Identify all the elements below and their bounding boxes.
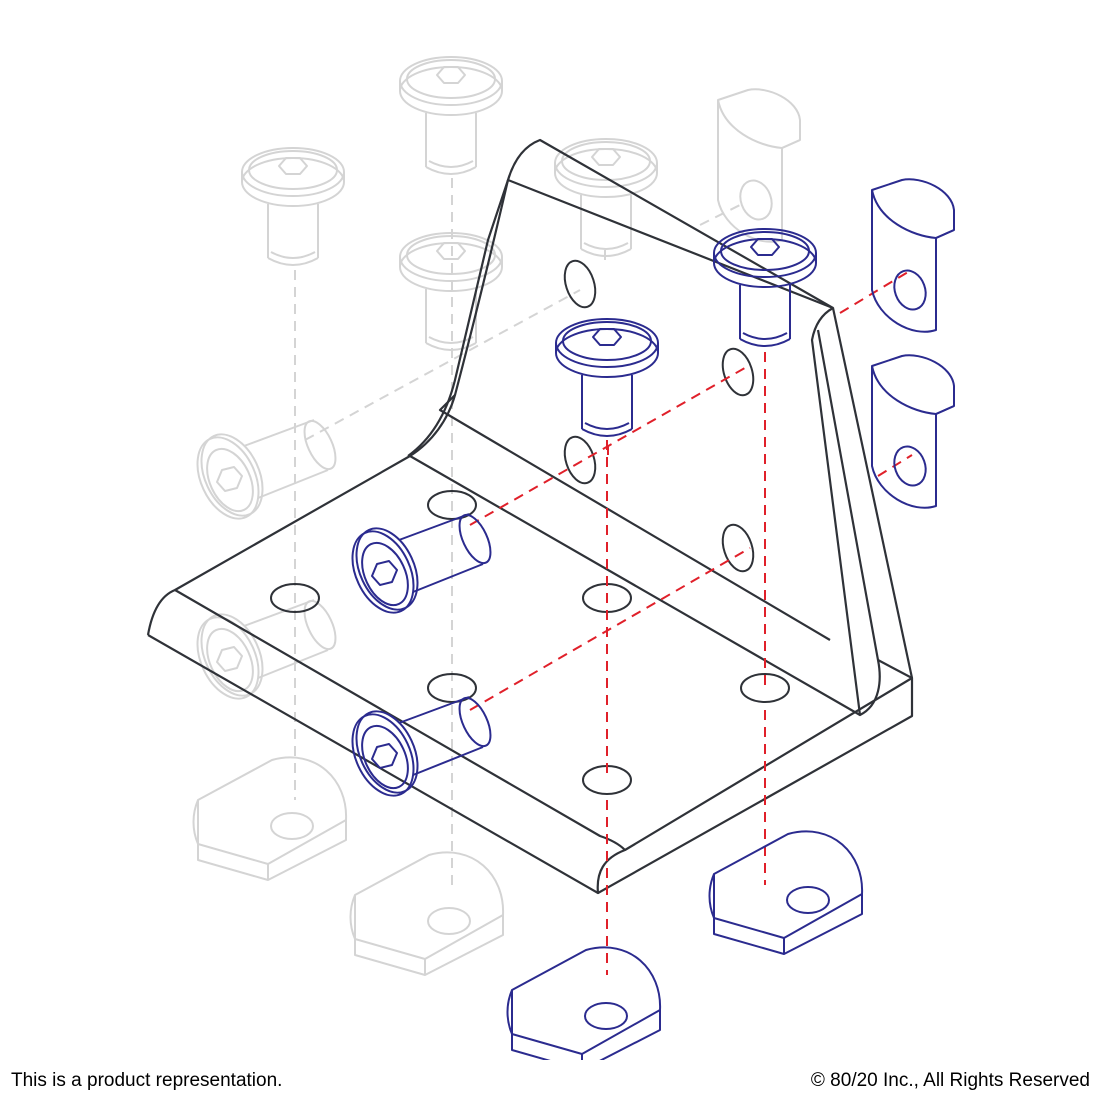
- bracket-hole: [427, 490, 477, 520]
- active-screw-2: [555, 318, 659, 437]
- active-nut-4: [871, 354, 955, 509]
- assembly-diagram: [146, 56, 955, 1060]
- active-nut-2: [708, 830, 864, 955]
- active-nut-1: [506, 946, 662, 1060]
- active-screw-4: [339, 692, 498, 807]
- corner-bracket: [146, 138, 914, 895]
- active-fasteners: [339, 228, 817, 807]
- ghost-screw-5: [184, 415, 343, 530]
- ghost-nut-3: [717, 88, 801, 243]
- active-screw-1: [713, 228, 817, 347]
- disclaimer-text: This is a product representation.: [11, 1070, 283, 1091]
- active-nut-3: [871, 178, 955, 333]
- ghost-guide-lines: [294, 178, 741, 890]
- bracket-hole: [740, 673, 790, 703]
- bracket-hole: [270, 583, 320, 613]
- assembly-guide-lines: [469, 271, 913, 975]
- bracket-hole: [721, 523, 755, 573]
- bracket-hole: [427, 673, 477, 703]
- bracket-hole: [721, 347, 755, 397]
- ghost-screw-2: [399, 56, 503, 175]
- active-nuts: [506, 178, 955, 1060]
- ghost-screw-1: [241, 147, 345, 266]
- ghost-nut-1: [192, 756, 348, 881]
- ghost-screw-6: [184, 595, 343, 710]
- ghost-nuts: [192, 88, 801, 976]
- copyright-text: © 80/20 Inc., All Rights Reserved: [810, 1070, 1090, 1091]
- ghost-fasteners: [184, 56, 658, 710]
- active-screw-3: [339, 509, 498, 624]
- bracket-hole: [563, 259, 597, 309]
- bracket-hole: [563, 435, 597, 485]
- ghost-nut-2: [349, 851, 505, 976]
